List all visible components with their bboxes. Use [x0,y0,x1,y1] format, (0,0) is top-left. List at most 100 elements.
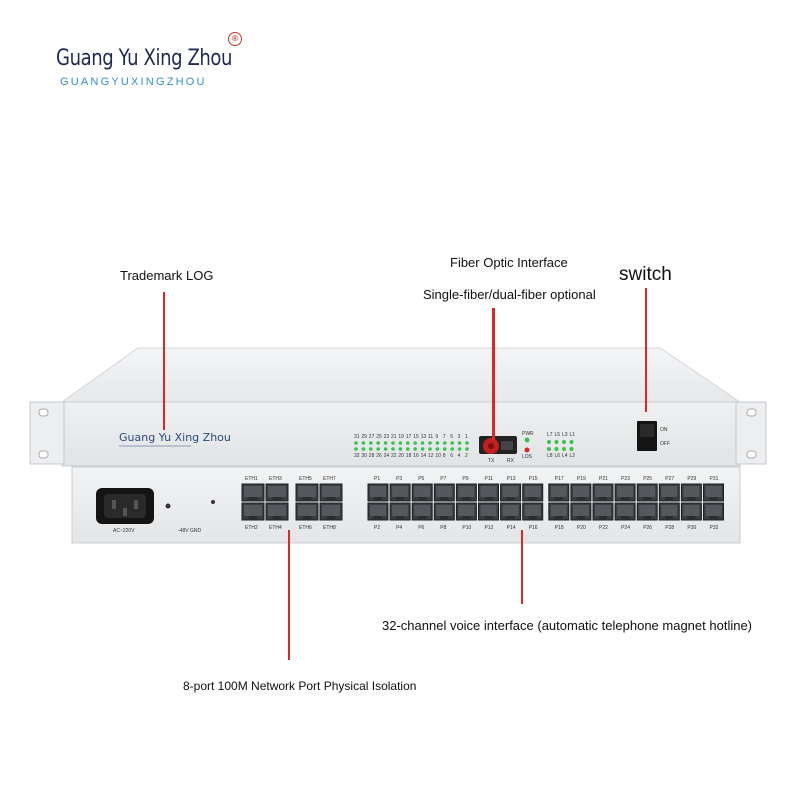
eth-label-eth7: ETH7 [323,476,336,482]
led-num-5: 5 [450,434,453,440]
voice-label-p11: P11 [485,476,494,482]
eth-led-label-l8: L8 [547,453,553,459]
voice-port-p28 [658,502,680,521]
voice-label-p15: P15 [529,476,538,482]
voice-label-p14: P14 [507,525,516,531]
eth-led-l3 [562,440,566,444]
led-num-28: 28 [369,453,375,459]
led-num-8: 8 [443,453,446,459]
voice-led-3 [457,441,462,445]
voice-label-p23: P23 [621,476,630,482]
voice-label-p7: P7 [440,476,446,482]
device-front-panel [61,401,741,467]
led-num-13: 13 [421,434,427,440]
voice-label-p29: P29 [687,476,696,482]
voice-led-11 [428,441,432,445]
voice-led-18 [406,447,410,451]
voice-led-4 [457,447,462,451]
led-num-19: 19 [398,434,404,440]
los-led [524,447,530,453]
voice-port-p30 [680,502,702,521]
voice-port-p4 [389,502,411,521]
voice-led-19 [398,441,403,445]
pwr-led [524,437,530,443]
voice-label-p26: P26 [643,525,652,531]
voice-port-p19 [570,483,592,502]
voice-port-p25 [636,483,658,502]
led-num-20: 20 [398,453,404,459]
voice-port-p10 [455,502,477,521]
led-num-17: 17 [406,434,412,440]
voice-port-p13 [500,483,522,502]
led-num-3: 3 [458,434,461,440]
voice-label-p6: P6 [418,525,424,531]
led-num-22: 22 [391,453,397,459]
eth-led-label-l4: L4 [562,453,568,459]
eth-port-eth2 [241,502,265,521]
voice-port-p22 [592,502,614,521]
led-num-25: 25 [376,434,382,440]
callout-fiber-sub: Single-fiber/dual-fiber optional [423,287,596,302]
voice-label-p10: P10 [462,525,471,531]
eth-led-l5 [554,440,559,444]
voice-led-20 [398,447,403,451]
registered-mark: ® [228,32,242,46]
voice-led-24 [383,447,388,451]
callout-switch: switch [619,264,672,285]
led-num-23: 23 [384,434,390,440]
voice-led-21 [391,441,395,445]
voice-led-27 [369,441,373,445]
led-num-10: 10 [435,453,441,459]
callout-line-switch [645,288,647,412]
voice-label-p8: P8 [440,525,446,531]
voice-port-p6 [411,502,433,521]
svg-text:OFF: OFF [660,441,670,447]
voice-led-7 [443,441,447,445]
led-num-29: 29 [361,434,367,440]
voice-port-p16 [522,502,544,521]
eth-port-eth6 [295,502,319,521]
voice-label-p28: P28 [665,525,674,531]
voice-port-p15 [522,483,544,502]
voice-port-p1 [367,483,389,502]
voice-port-p32 [703,502,724,521]
eth-led-label-l5: L5 [555,432,561,438]
eth-led-label-l7: L7 [547,432,553,438]
callout-fiber-title: Fiber Optic Interface [450,255,568,270]
led-num-16: 16 [413,453,419,459]
voice-label-p2: P2 [374,525,380,531]
voice-port-p8 [433,502,455,521]
eth-port-eth4 [265,502,289,521]
eth-led-label-l2: L2 [570,453,576,459]
led-num-6: 6 [450,453,453,459]
voice-label-p20: P20 [577,525,586,531]
voice-label-p17: P17 [555,476,564,482]
led-num-11: 11 [428,434,433,440]
voice-label-p22: P22 [599,525,608,531]
voice-led-5 [450,441,455,445]
eth-label-eth5: ETH5 [299,476,312,482]
voice-label-p5: P5 [418,476,424,482]
voice-led-32 [354,447,358,451]
voice-led-28 [369,447,373,451]
callout-line-fiber [492,308,495,440]
eth-label-eth2: ETH2 [245,525,258,531]
callout-line-trademark [163,292,165,430]
voice-led-29 [361,441,366,445]
svg-text:PWR: PWR [522,431,534,437]
voice-channel-leds: 3132293027282526232421221920171815161314… [354,434,469,459]
eth-label-eth3: ETH3 [269,476,282,482]
voice-port-p9 [455,483,477,502]
voice-port-p12 [478,502,499,521]
brand-logo-pinyin: GUANGYUXINGZHOU [60,76,207,88]
voice-label-p13: P13 [507,476,516,482]
voice-port-p3 [389,483,411,502]
voice-port-p23 [614,483,636,502]
eth-led-label-l1: L1 [570,432,576,438]
voice-led-13 [420,441,425,445]
voice-led-2 [465,447,469,451]
led-num-9: 9 [435,434,438,440]
eth-port-eth8 [319,502,343,521]
voice-label-p32: P32 [710,525,719,531]
